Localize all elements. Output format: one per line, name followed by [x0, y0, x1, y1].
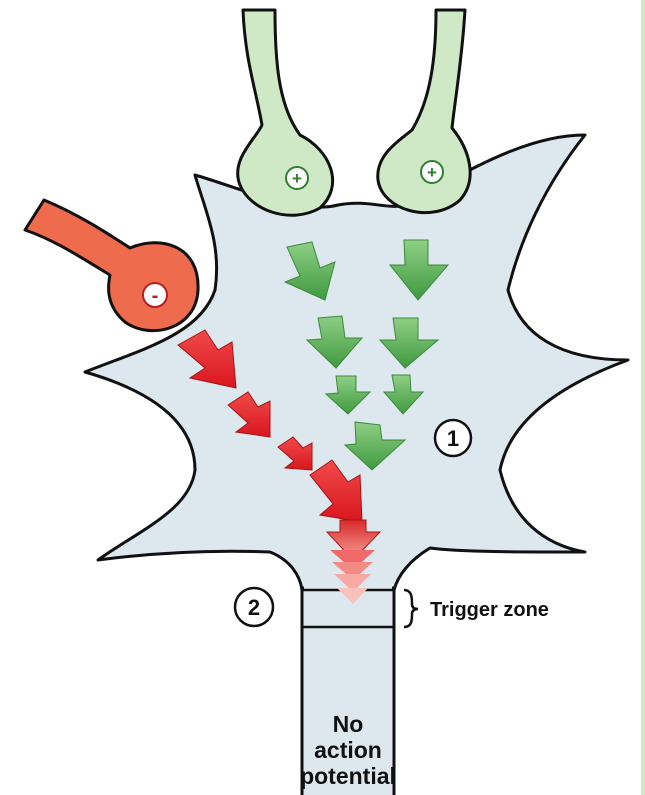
- axon-text-line1: No: [333, 711, 364, 737]
- excitatory-sign-left: +: [292, 169, 302, 188]
- plus-icon-right: +: [421, 161, 443, 183]
- plus-icon-left: +: [286, 167, 308, 189]
- excitatory-axon-terminal-right: [378, 10, 470, 213]
- excitatory-axon-terminal-left: [238, 10, 333, 215]
- axon-text-line2: action: [314, 737, 382, 763]
- excitatory-sign-right: +: [427, 163, 437, 182]
- inhibitory-sign: -: [152, 285, 159, 307]
- marker-1-label: 1: [447, 426, 459, 451]
- minus-icon: -: [143, 283, 167, 307]
- trigger-zone-bracket: [404, 590, 418, 627]
- marker-2: 2: [235, 588, 273, 626]
- marker-2-label: 2: [248, 595, 260, 620]
- axon-text-line3: potential: [300, 763, 396, 789]
- inhibitory-axon-terminal: [25, 200, 198, 331]
- marker-1: 1: [435, 420, 471, 456]
- trigger-zone-label: Trigger zone: [430, 599, 549, 621]
